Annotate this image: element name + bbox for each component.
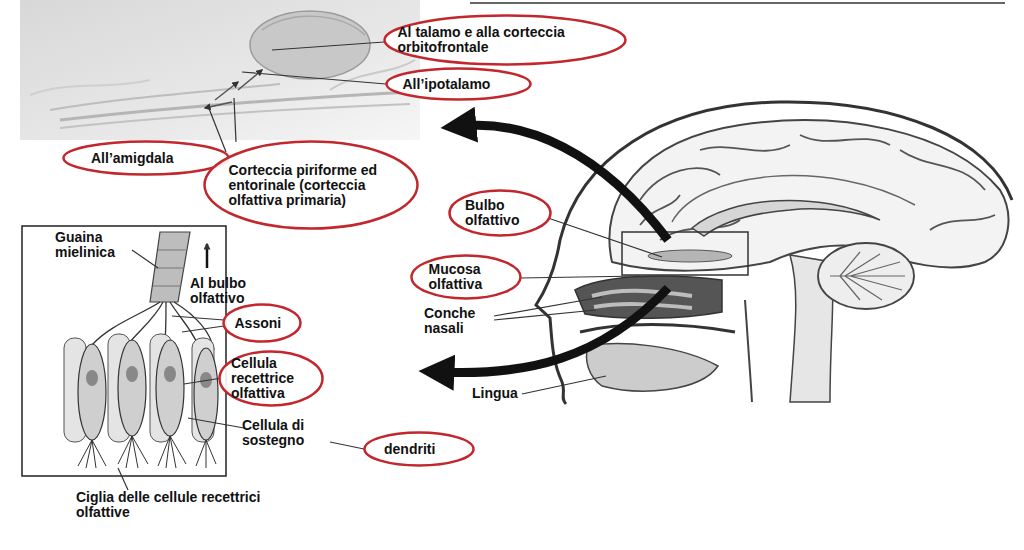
callout-ellipse: Assoni: [222, 303, 302, 343]
thalamus-shape: [250, 11, 370, 79]
leader-line: [188, 418, 244, 428]
part-label: Lingua: [472, 386, 532, 401]
callout-ellipse: Bulbo olfattivo: [448, 189, 552, 237]
red-ellipse: [220, 352, 323, 406]
cerebrum: [609, 120, 1008, 270]
brain-fold: [262, 16, 365, 35]
red-ellipse: [64, 142, 229, 175]
callout-text: Bulbo olfattivo: [465, 198, 535, 228]
sheath-band: [153, 250, 187, 286]
corpus-callosum: [692, 200, 880, 236]
inset-frame: [22, 226, 226, 476]
supporting-cells: [64, 334, 214, 442]
head-section: [536, 102, 1012, 404]
leader-line: [182, 326, 224, 332]
cell-nucleus: [164, 366, 176, 382]
leader-line: [494, 297, 602, 316]
red-ellipse: [387, 69, 531, 100]
leader-line: [520, 276, 640, 278]
leader-line: [242, 72, 386, 84]
cell-nucleus: [86, 370, 98, 386]
tongue: [587, 344, 718, 391]
callout-text: Assoni: [235, 316, 290, 331]
leader-line: [548, 218, 662, 257]
cilia: [78, 436, 216, 468]
pathway-arrow: [215, 82, 238, 100]
part-label: Al bulbo olfattivo: [190, 276, 265, 306]
leader-line: [272, 42, 384, 50]
leader-line: [184, 378, 222, 384]
leader-line: [132, 250, 158, 268]
callout-text: dendriti: [384, 442, 454, 457]
pharynx: [745, 300, 752, 402]
receptor-cell: [156, 340, 184, 436]
callout-text: All’amigdala: [91, 151, 201, 166]
receptor-cell: [78, 344, 106, 440]
red-ellipse: [385, 16, 626, 65]
cingulate-gyrus: [672, 176, 915, 222]
leader-line: [494, 310, 596, 320]
brain-fold: [30, 80, 150, 95]
leader-line: [118, 468, 128, 490]
callout-text: Cellula recettrice olfattiva: [231, 356, 311, 401]
part-label: Cellula di sostegno: [242, 418, 330, 448]
zoom-arrow: [440, 288, 668, 373]
zoom-frame: [622, 232, 748, 275]
callout-ellipse: All’amigdala: [62, 140, 230, 176]
callout-text: Mucosa olfattiva: [429, 262, 504, 292]
zoom-arrow: [462, 125, 668, 240]
callout-text: All’ipotalamo: [403, 77, 515, 92]
cerebellum: [818, 243, 914, 309]
part-label: Ciglia delle cellule recettrici olfattiv…: [76, 490, 266, 520]
callout-ellipse: Al talamo e alla corteccia orbitofrontal…: [383, 14, 627, 66]
olfactory-tract: [50, 84, 280, 110]
photo-background: [20, 0, 420, 140]
leader-line: [522, 376, 606, 394]
palate: [580, 325, 735, 333]
callout-text: Al talamo e alla corteccia orbitofrontal…: [398, 25, 613, 55]
callout-ellipse: dendriti: [363, 431, 475, 467]
callout-text: Corteccia piriforme ed entorinale (corte…: [229, 163, 394, 208]
red-ellipse: [412, 256, 521, 299]
part-label: Conche nasali: [424, 306, 496, 336]
brain-photo: [20, 0, 420, 140]
receptor-cell: [118, 340, 146, 436]
nasal-concha: [592, 291, 692, 296]
leader-line: [172, 316, 224, 320]
receptor-cells: [78, 340, 218, 440]
red-ellipse: [205, 142, 418, 229]
callout-ellipse: Corteccia piriforme ed entorinale (corte…: [203, 140, 419, 230]
direction-arrow: [206, 244, 209, 268]
leader-line: [234, 98, 236, 142]
page-rule: [470, 2, 1005, 4]
callout-ellipse: Cellula recettrice olfattiva: [218, 350, 324, 407]
red-ellipse: [450, 191, 551, 236]
cell-nucleus: [126, 366, 138, 382]
cerebellar-arbor: [830, 252, 905, 300]
gyrus: [640, 135, 995, 240]
red-ellipse: [224, 305, 301, 342]
part-label: Guaina mielinica: [55, 230, 135, 260]
epithelium-inset: [22, 226, 226, 476]
receptor-cell: [194, 348, 218, 440]
red-ellipse: [365, 433, 474, 466]
leader-line: [208, 106, 226, 152]
callout-ellipse: All’ipotalamo: [385, 67, 532, 101]
leader-line: [330, 442, 364, 449]
head-outline: [536, 102, 1012, 404]
callout-ellipse: Mucosa olfattiva: [410, 254, 522, 300]
